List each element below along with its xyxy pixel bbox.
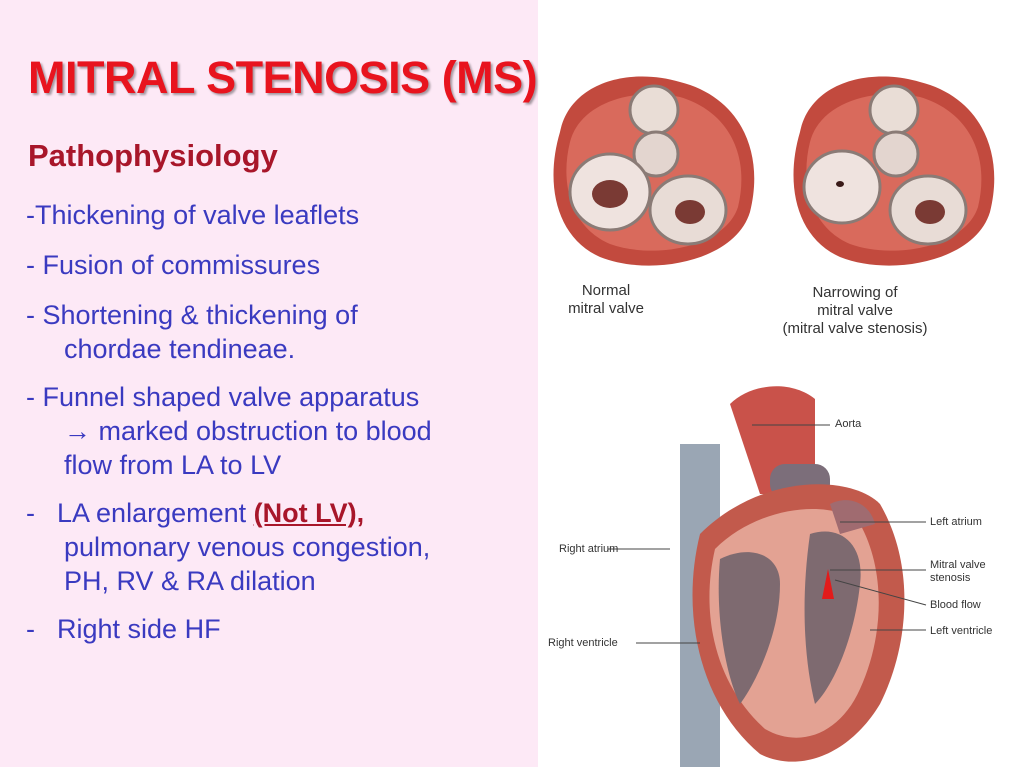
stenosis-valve-illustration <box>793 76 995 266</box>
bullet-list: -Thickening of valve leaflets - Fusion o… <box>26 198 546 646</box>
label-mitral-stenosis: Mitral valve stenosis <box>930 559 986 584</box>
stenosis-valve-label: Narrowing of mitral valve (mitral valve … <box>782 284 928 337</box>
label-right-atrium: Right atrium <box>559 543 619 555</box>
bullet-funnel: - Funnel shaped valve apparatus → marked… <box>26 382 432 480</box>
bullet-fusion: - Fusion of commissures <box>26 250 321 280</box>
label-left-atrium: Left atrium <box>930 516 982 528</box>
normal-valve-illustration <box>553 76 755 266</box>
heart-leader-lines <box>608 424 927 644</box>
label-left-ventricle: Left ventricle <box>930 625 993 637</box>
bullet-thickening: -Thickening of valve leaflets <box>26 200 360 230</box>
label-aorta: Aorta <box>835 418 862 430</box>
bullet-shortening: - Shortening & thickening of chordae ten… <box>26 300 358 364</box>
bullet-right-hf: -Right side HF <box>26 614 221 644</box>
slide-title: MITRAL STENOSIS (MS) <box>28 52 538 103</box>
bullet-la-enlargement: -LA enlargement (Not LV), pulmonary veno… <box>26 498 431 596</box>
label-blood-flow: Blood flow <box>930 599 981 611</box>
label-right-ventricle: Right ventricle <box>548 637 618 649</box>
normal-valve-label: Normal mitral valve <box>568 282 644 317</box>
not-lv-highlight: (Not LV), <box>253 498 365 528</box>
slide-subtitle: Pathophysiology <box>28 138 278 173</box>
heart-illustration <box>680 386 905 767</box>
